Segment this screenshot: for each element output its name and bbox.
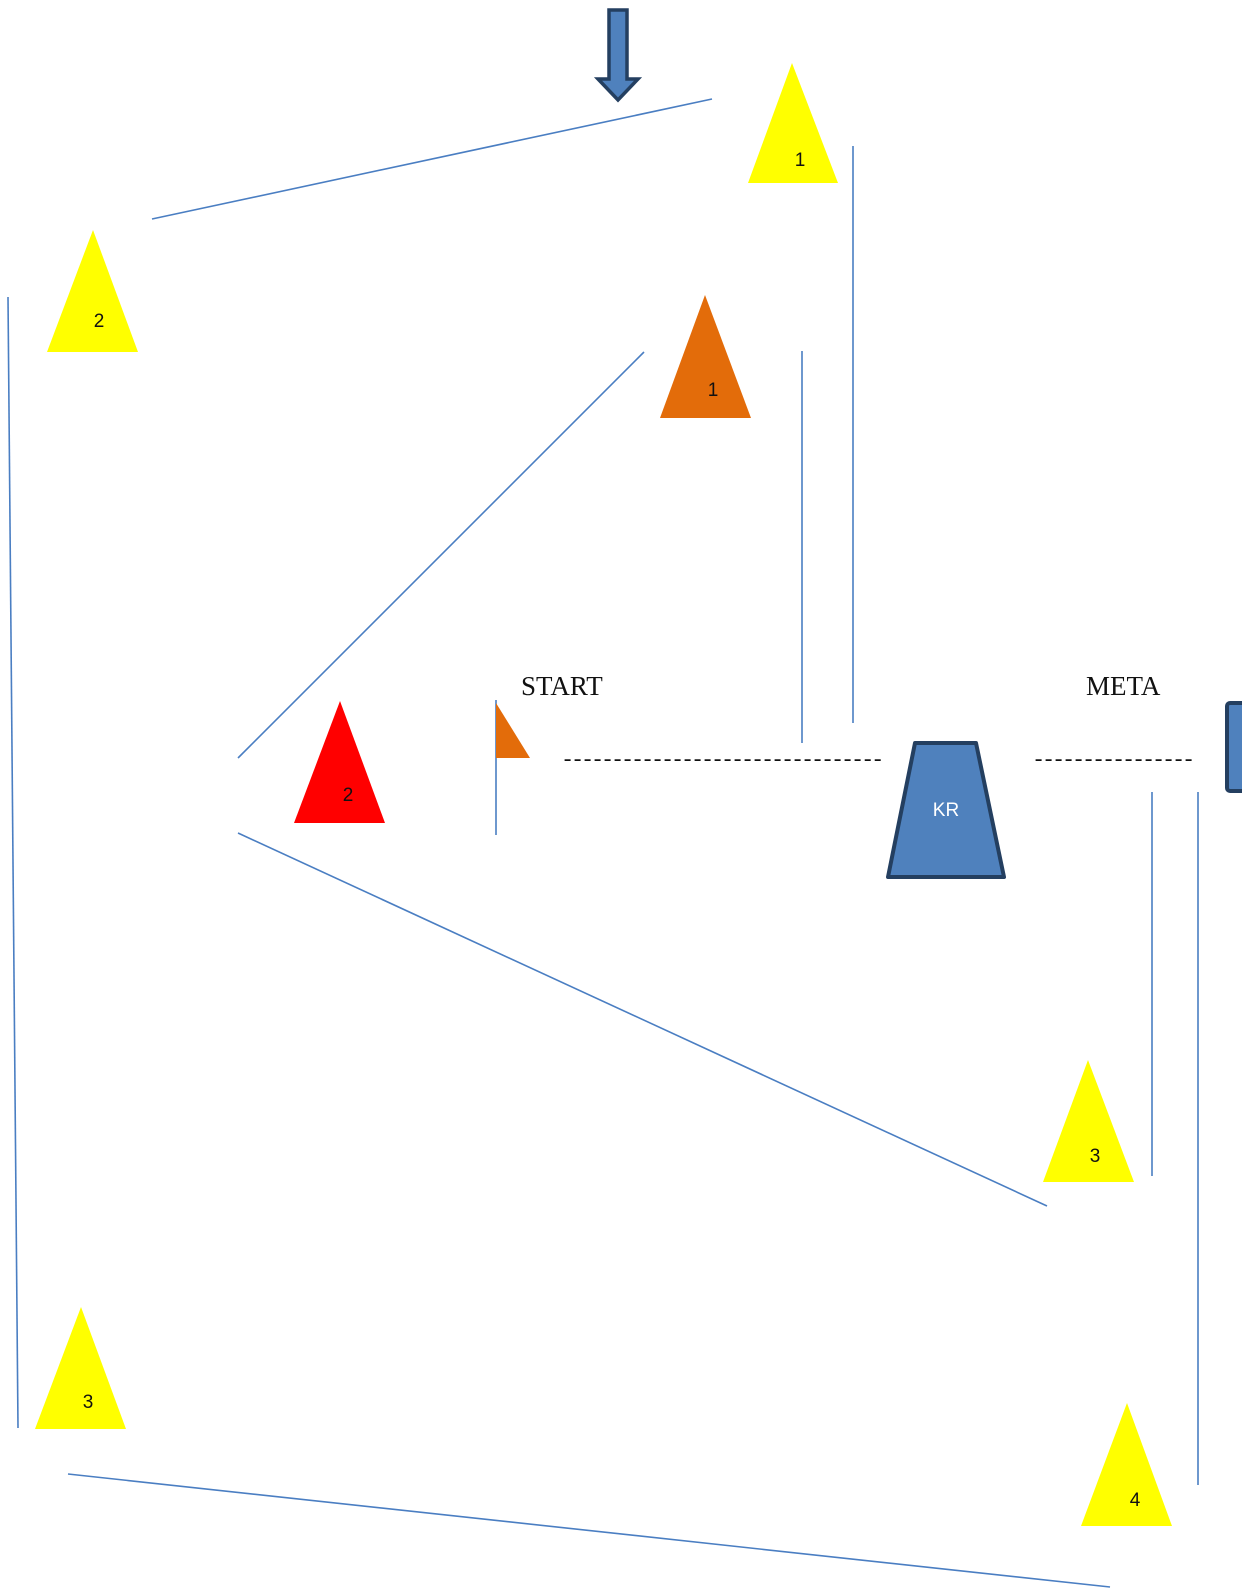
finish-gate-icon xyxy=(1225,701,1242,793)
flag-pennant xyxy=(496,703,530,758)
kr-obstacle: KR xyxy=(886,741,1006,879)
route-lines xyxy=(7,98,1199,1588)
cone-number: 3 xyxy=(1090,1146,1101,1167)
cone-shape xyxy=(1081,1403,1172,1526)
dashed-line-right: ---------------- xyxy=(1032,748,1192,773)
cone-shape xyxy=(748,63,838,183)
cone-yellow-2: 2 xyxy=(47,230,138,352)
cone-number: 2 xyxy=(94,311,105,332)
flag-icon xyxy=(496,703,530,758)
cone-number: 4 xyxy=(1130,1490,1141,1511)
cone-number: 1 xyxy=(795,150,806,171)
cone-shape xyxy=(294,701,385,823)
dashed-line-left: -------------------------------- xyxy=(561,748,881,773)
cone-yellow-3-right: 3 xyxy=(1043,1060,1134,1182)
cone-number: 3 xyxy=(83,1392,94,1413)
route-line xyxy=(7,296,19,1429)
route-line xyxy=(67,1473,1111,1588)
kr-label: KR xyxy=(933,800,959,821)
route-line xyxy=(237,832,1048,1207)
cone-yellow-3-left: 3 xyxy=(35,1307,126,1429)
cone-number: 1 xyxy=(708,380,719,401)
kr-trapezoid xyxy=(886,741,1006,879)
cone-shape xyxy=(660,295,751,418)
cone-orange-1: 1 xyxy=(660,295,751,418)
route-line xyxy=(237,351,645,759)
cone-yellow-4: 4 xyxy=(1081,1403,1172,1526)
cone-shape xyxy=(1043,1060,1134,1182)
cone-number: 2 xyxy=(343,785,354,806)
cone-shape xyxy=(35,1307,126,1429)
route-line xyxy=(151,98,713,220)
finish-label: META xyxy=(1086,671,1161,701)
start-label: START xyxy=(521,671,603,701)
down-arrow-icon xyxy=(593,8,643,103)
cone-shape xyxy=(47,230,138,352)
cone-red-2: 2 xyxy=(294,701,385,823)
finish-marker xyxy=(1225,701,1242,793)
cone-yellow-1: 1 xyxy=(748,63,838,183)
